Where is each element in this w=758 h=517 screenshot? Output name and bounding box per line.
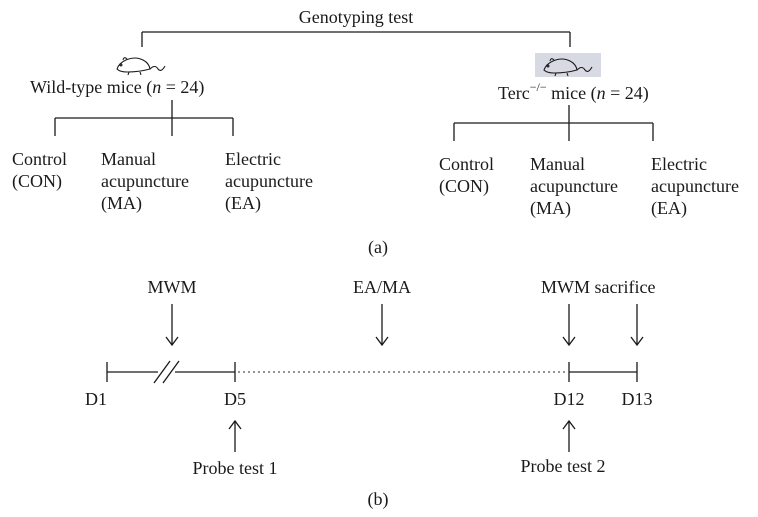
wild-type-name: Wild-type mice [30, 77, 142, 97]
group-left-manual: Manual acupuncture (MA) [101, 148, 211, 214]
arrow-down-ea-ma [375, 304, 389, 347]
group-left-electric: Electric acupuncture (EA) [225, 148, 335, 214]
group-line: Manual [101, 149, 156, 169]
day-label-d1: D1 [85, 389, 107, 409]
terc-mice-label: Terc−/− mice (n = 24) [498, 80, 649, 103]
ea-ma-label: EA/MA [353, 277, 411, 297]
panel-b-caption: (b) [367, 489, 389, 509]
arrow-up-probe-2 [562, 419, 576, 452]
group-left-control: Control (CON) [12, 148, 122, 192]
wild-type-n-value: = 24 [165, 77, 199, 97]
arrow-down-mwm-1 [165, 304, 179, 347]
group-line: Manual [530, 154, 585, 174]
group-line: acupuncture [225, 171, 313, 191]
group-line: (EA) [651, 198, 687, 218]
group-line: (MA) [101, 193, 142, 213]
arrow-down-sacrifice [630, 304, 644, 347]
group-right-electric: Electric acupuncture (EA) [651, 153, 758, 219]
probe-test-1-label: Probe test 1 [192, 458, 278, 478]
group-line: Electric [651, 154, 707, 174]
terc-n-value: = 24 [610, 83, 643, 103]
group-line: Electric [225, 149, 281, 169]
group-line: Control [12, 149, 68, 169]
day-label-d5: D5 [224, 389, 246, 409]
group-line: acupuncture [101, 171, 189, 191]
arrow-down-mwm-2 [562, 304, 576, 347]
group-right-manual: Manual acupuncture (MA) [530, 153, 640, 219]
wild-type-mice-label: Wild-type mice (n = 24) [30, 77, 205, 97]
terc-suffix: mice [551, 83, 587, 103]
mwm-label-1: MWM [147, 277, 197, 297]
timeline-break-mark-1 [153, 360, 171, 384]
group-line: (CON) [12, 171, 62, 191]
terc-superscript: −/− [529, 80, 547, 94]
group-line: (MA) [530, 198, 571, 218]
mouse-icon [116, 57, 166, 76]
panel-a-caption: (a) [368, 237, 388, 257]
group-right-control: Control (CON) [439, 153, 549, 197]
group-line: (CON) [439, 176, 489, 196]
terc-name: Terc [498, 83, 530, 103]
mouse-icon-highlight [535, 53, 601, 77]
arrow-up-probe-1 [228, 419, 242, 452]
day-label-d12: D12 [553, 389, 585, 409]
day-label-d13: D13 [621, 389, 653, 409]
probe-test-2-label: Probe test 2 [520, 456, 606, 476]
group-line: Control [439, 154, 495, 174]
group-line: (EA) [225, 193, 261, 213]
wild-type-n-symbol: n [152, 77, 162, 97]
group-line: acupuncture [651, 176, 739, 196]
genotyping-test-label: Genotyping test [298, 7, 414, 27]
terc-n-symbol: n [596, 83, 606, 103]
mwm-sacrifice-label: MWM sacrifice [541, 277, 656, 297]
timeline-break-mark-2 [162, 360, 180, 384]
mouse-icon [543, 58, 593, 77]
group-line: acupuncture [530, 176, 618, 196]
